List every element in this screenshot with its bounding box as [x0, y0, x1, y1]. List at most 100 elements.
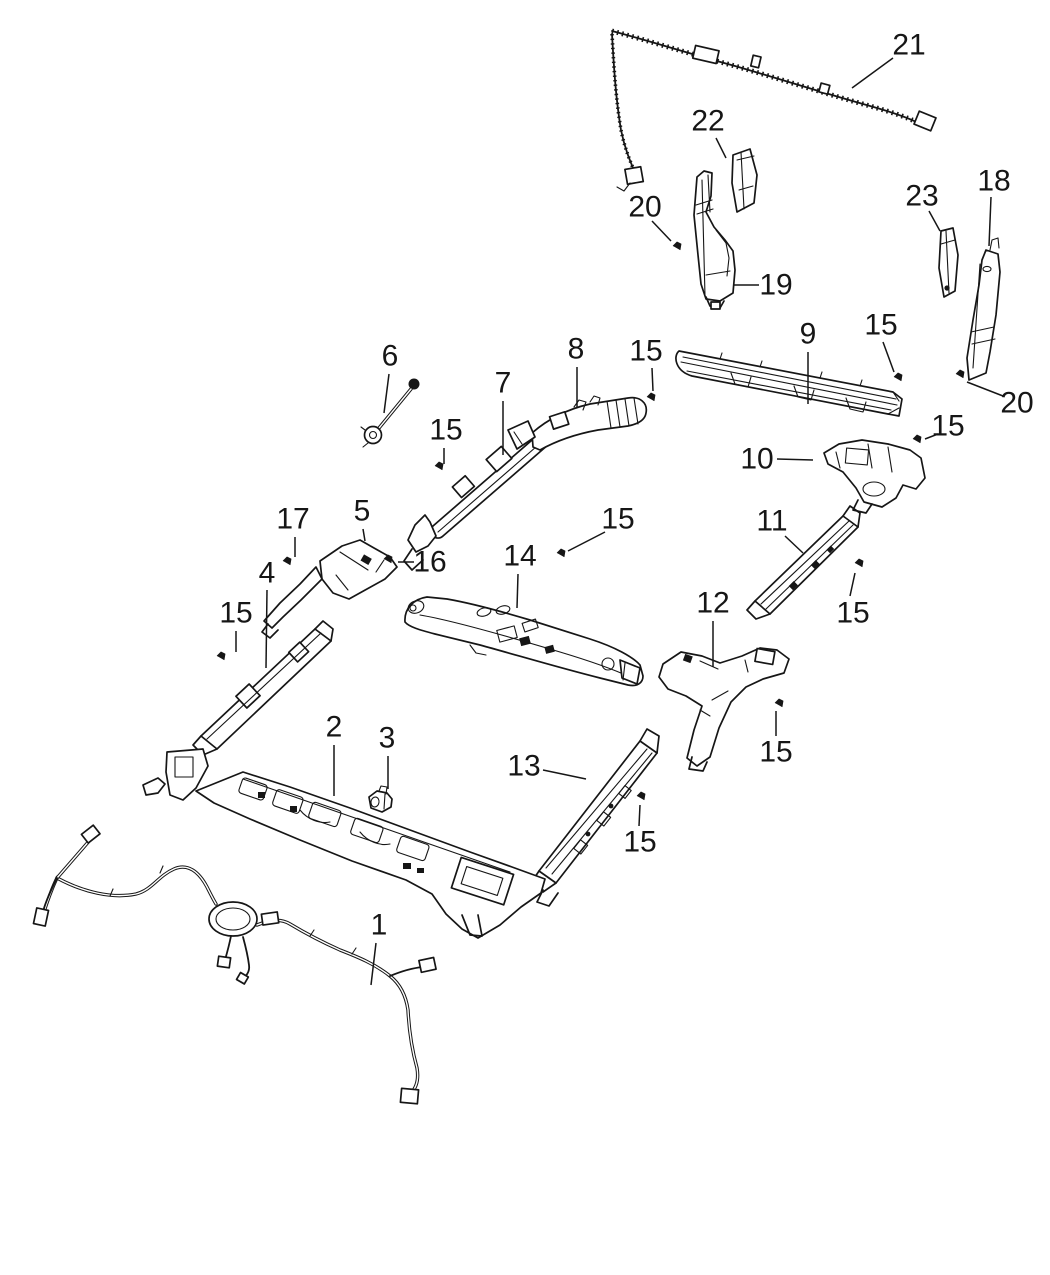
body	[319, 539, 398, 600]
part-5-bracket	[261, 539, 398, 639]
part-13-rail	[530, 728, 660, 907]
right-run-core	[256, 919, 419, 1094]
latch-dark	[519, 635, 531, 647]
collar	[548, 410, 570, 430]
callout-label-15-20: 15	[623, 826, 656, 859]
callout-leader-20-28	[966, 381, 1004, 397]
callout-label-9-8: 9	[800, 318, 817, 351]
drop-end-hook	[616, 182, 631, 192]
branch-upper-core	[56, 839, 91, 879]
end-step	[887, 391, 900, 415]
top-ticks	[719, 352, 863, 387]
callout-label-10-9: 10	[740, 443, 773, 476]
fastener-clip-15-22	[556, 548, 566, 558]
part-2-header-panel	[142, 748, 546, 939]
slot-2	[596, 811, 612, 827]
harness-clip-small	[749, 54, 762, 69]
bottom-flap	[536, 889, 559, 907]
loop-inner	[215, 907, 251, 931]
clip-dot	[360, 554, 372, 565]
part-21-roof-harness	[610, 28, 937, 192]
foot-nub	[710, 301, 721, 310]
left-bracket-line	[513, 431, 523, 445]
latch-dark-2	[544, 644, 555, 654]
part-4-rail	[188, 620, 334, 770]
left-hole	[409, 604, 417, 612]
fastener-clip-15-15	[646, 392, 656, 402]
clip-dark-4	[417, 868, 424, 873]
part-11-rail	[746, 505, 861, 620]
callout-label-15-19: 15	[759, 736, 792, 769]
outline	[693, 170, 736, 302]
left-bracket-slot	[174, 756, 194, 778]
callout-label-15-21: 15	[219, 597, 252, 630]
callout-leader-5-4	[362, 528, 366, 542]
callout-leader-15-20	[638, 804, 641, 827]
part-12-bracket	[658, 647, 790, 772]
clip-dot	[788, 581, 798, 591]
latch-box	[496, 625, 518, 643]
part-23-pillar-trim	[938, 227, 959, 298]
fastener-clip-17-24	[282, 556, 292, 566]
top-slot	[844, 447, 870, 466]
callout-leader-15-17	[924, 433, 939, 440]
callout-label-2-1: 2	[326, 711, 343, 744]
connector	[80, 824, 101, 844]
callout-label-14-13: 14	[503, 540, 536, 573]
callout-leader-10-9	[776, 458, 814, 461]
callout-leader-15-16	[882, 341, 895, 373]
part-19-pillar-trim	[693, 170, 736, 310]
callout-label-19-26: 19	[759, 269, 792, 302]
foot	[688, 756, 708, 772]
callout-label-7-6: 7	[495, 367, 512, 400]
collar	[235, 683, 261, 709]
callout-leader-15-18	[849, 572, 856, 597]
body	[658, 647, 790, 767]
top-edge-line	[242, 778, 511, 873]
loop	[208, 901, 258, 937]
callout-label-13-12: 13	[507, 750, 540, 783]
detail	[970, 263, 996, 369]
outline	[966, 249, 1001, 381]
callout-label-1-0: 1	[371, 909, 388, 942]
callout-label-20-28: 20	[1000, 387, 1033, 420]
right-foot	[461, 914, 483, 937]
drop-wire-wrap	[610, 33, 638, 176]
fastener-clip-20-27	[672, 241, 682, 251]
length-lines	[760, 520, 854, 610]
cutout-2	[495, 605, 511, 615]
callout-label-18-25: 18	[977, 165, 1010, 198]
callout-label-11-10: 11	[756, 505, 787, 538]
detail	[699, 659, 749, 717]
end-foot	[407, 514, 437, 553]
part-8-duct	[507, 395, 648, 451]
callout-label-17-24: 17	[276, 503, 309, 536]
callout-label-15-16: 15	[864, 309, 897, 342]
clip-dot	[682, 653, 693, 664]
grommet	[982, 265, 992, 273]
foot	[852, 499, 873, 514]
connector-6	[399, 1087, 420, 1105]
detail	[940, 230, 956, 294]
detail	[736, 151, 755, 210]
callout-leader-1-0	[370, 942, 377, 986]
callout-label-22-30: 22	[691, 105, 724, 138]
callout-leader-15-15	[651, 367, 654, 392]
right-hole	[601, 657, 615, 671]
bore	[370, 796, 380, 808]
callout-leader-22-30	[715, 137, 727, 159]
harness-cable	[611, 30, 923, 126]
callout-leader-14-13	[516, 573, 519, 609]
outline	[731, 148, 758, 213]
main-run	[39, 865, 218, 923]
part-18-pillar-trim	[966, 237, 1001, 381]
slot	[573, 839, 589, 855]
harness-end-connector	[913, 110, 937, 132]
part-22-pillar-panel	[731, 148, 758, 213]
knob	[378, 785, 388, 810]
body	[195, 771, 546, 939]
fastener-clip-15-20	[636, 791, 646, 801]
